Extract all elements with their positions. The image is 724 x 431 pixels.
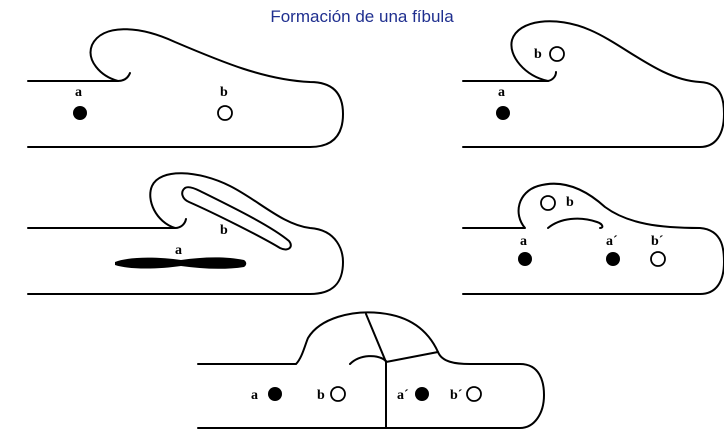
stage-2-label-b: b — [534, 47, 542, 62]
stage-5: a b a´ b´ — [197, 311, 545, 429]
stage-5-label-a: a — [251, 388, 258, 403]
stage-2-dot-a — [496, 106, 510, 120]
stage-4-circle-b — [540, 195, 556, 211]
stage-2-circle-b — [549, 46, 565, 62]
stage-5-label-a-prime: a´ — [397, 388, 409, 403]
stage-5-label-b: b — [317, 388, 325, 403]
stage-1-fold-tip — [117, 72, 131, 82]
stage-3-label-b: b — [220, 223, 228, 238]
stage-4-label-b-prime: b´ — [651, 234, 664, 249]
stage-5-inner-fold — [349, 355, 387, 365]
stage-4: b a a´ b´ — [462, 182, 724, 295]
stage-3-fold-tip — [174, 218, 187, 229]
stage-5-circle-b-prime — [466, 386, 482, 402]
stage-1-label-b: b — [220, 85, 228, 100]
stage-4-inner-fold — [547, 217, 604, 229]
stage-3-outline — [27, 172, 344, 295]
stage-2-fold-tip — [547, 71, 557, 82]
stage-3-label-a: a — [175, 243, 182, 258]
stage-1-dot-a — [73, 106, 87, 120]
stage-5-circle-b — [330, 386, 346, 402]
stage-2: b a — [462, 20, 724, 148]
stage-2-label-a: a — [498, 85, 505, 100]
stage-3-cavity-b — [181, 186, 292, 251]
stage-3: b a — [27, 172, 344, 295]
stage-4-dot-a — [518, 252, 532, 266]
stage-4-label-b: b — [566, 195, 574, 210]
stage-5-boundary-top — [365, 313, 387, 363]
stage-4-circle-b-prime — [650, 251, 666, 267]
stage-4-outline — [462, 182, 724, 295]
stage-4-dot-a-prime — [606, 252, 620, 266]
stage-4-label-a: a — [520, 234, 527, 249]
stage-1-outline — [27, 28, 344, 148]
stage-1: a b — [27, 28, 344, 148]
stage-1-label-a: a — [75, 85, 82, 100]
stage-5-boundary — [385, 351, 439, 429]
stage-5-dot-a — [268, 387, 282, 401]
stage-5-dot-a-prime — [415, 387, 429, 401]
stage-5-outline — [197, 311, 545, 429]
stage-5-label-b-prime: b´ — [450, 388, 463, 403]
diagram-title: Formación de una fíbula — [270, 7, 454, 26]
stage-3-flattened-a — [115, 257, 247, 269]
stage-4-label-a-prime: a´ — [606, 234, 618, 249]
stage-1-circle-b — [217, 105, 233, 121]
